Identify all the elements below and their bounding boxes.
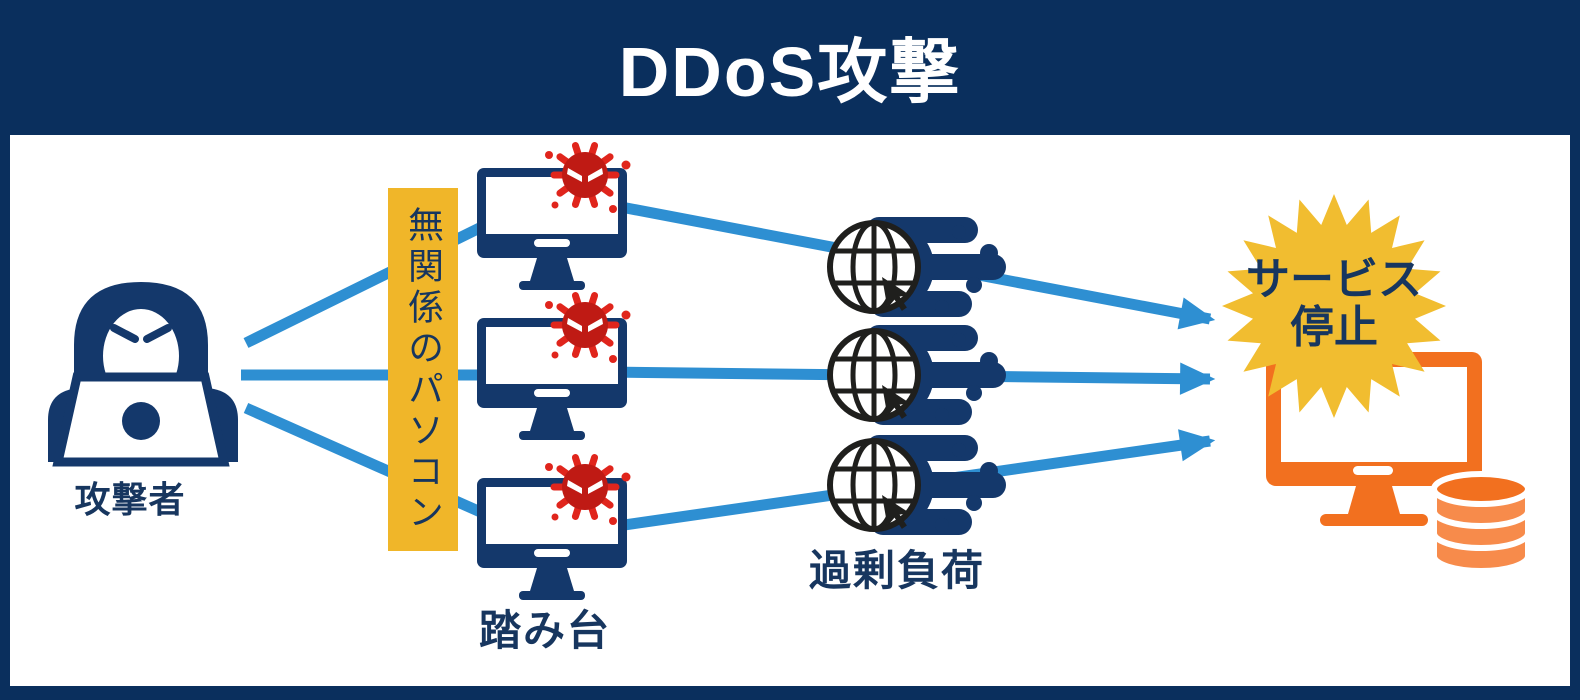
attacker-label: 攻撃者 [74, 479, 186, 520]
service-stop-label-line2: 停止 [1290, 302, 1378, 352]
service-stop-label-line1: サービス [1246, 255, 1422, 304]
hacker-icon [48, 282, 238, 467]
overload-globe-icon-3 [830, 435, 1006, 535]
overload-globe-icon-2 [830, 325, 1006, 425]
unrelated-pc-banner [388, 188, 458, 551]
stepping-stone-label: 踏み台 [478, 607, 611, 654]
service-stop-label: サービス 停止 [1234, 256, 1434, 351]
hacker-angry-eyes [110, 324, 172, 343]
page-title: DDoS攻撃 [618, 33, 962, 111]
overload-globe-icon-1 [830, 217, 1006, 317]
service-stop-starburst [1222, 194, 1446, 418]
attacker-arrow-top [243, 207, 517, 348]
database-icon [1431, 471, 1531, 574]
unrelated-pc-banner-label: 無関係のパソコン [403, 205, 444, 534]
hacker-laptop-logo [122, 402, 160, 440]
attacker-arrow-bottom [243, 402, 517, 532]
overload-label: 過剰負荷 [808, 547, 985, 594]
